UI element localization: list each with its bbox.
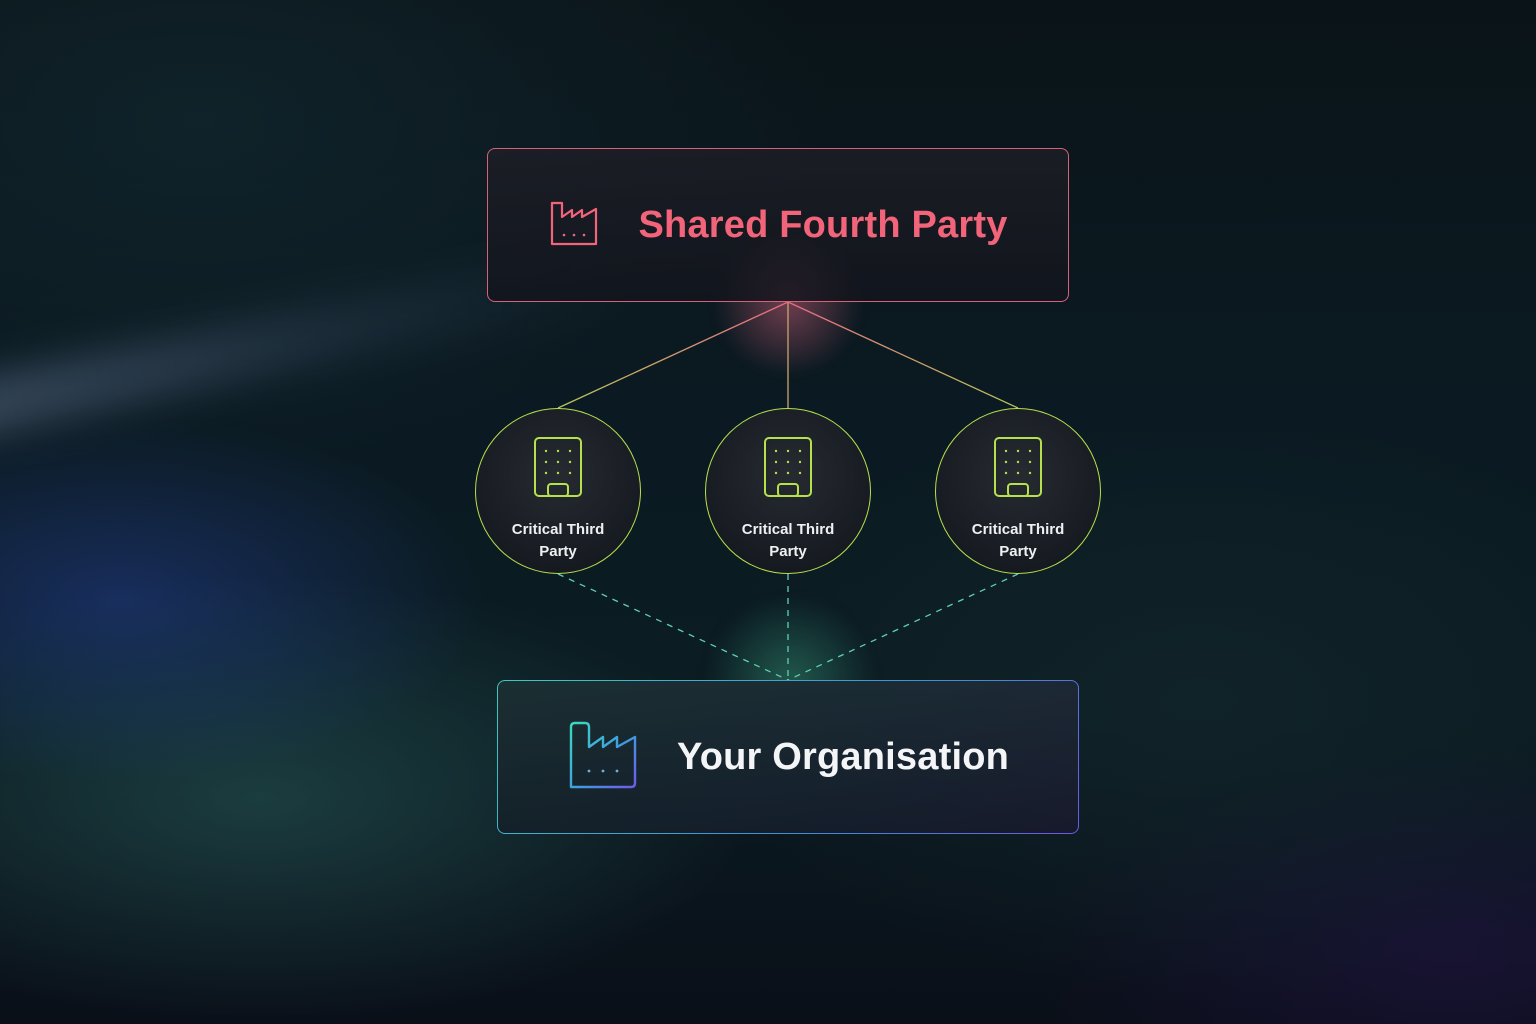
factory-icon <box>567 719 639 796</box>
third-party-label: Critical Third Party <box>741 521 835 560</box>
building-icon <box>993 436 1043 503</box>
your-organisation-node: Your Organisation <box>497 680 1079 834</box>
third-party-label: Critical Third Party <box>971 521 1065 560</box>
top-node-label: Shared Fourth Party <box>638 203 1008 246</box>
dashed-connector-left <box>557 573 789 681</box>
critical-third-party-node-2: Critical Third Party <box>705 408 871 574</box>
building-icon <box>533 436 583 503</box>
critical-third-party-node-1: Critical Third Party <box>475 408 641 574</box>
shared-fourth-party-node: Shared Fourth Party <box>487 148 1069 302</box>
building-icon <box>763 436 813 503</box>
critical-third-party-node-3: Critical Third Party <box>935 408 1101 574</box>
third-party-label: Critical Third Party <box>511 521 605 560</box>
solid-connector-right <box>787 301 1019 409</box>
factory-icon <box>548 197 600 254</box>
solid-connector-left <box>557 301 789 409</box>
dashed-connector-right <box>787 573 1019 681</box>
bottom-node-label: Your Organisation <box>676 735 1010 778</box>
